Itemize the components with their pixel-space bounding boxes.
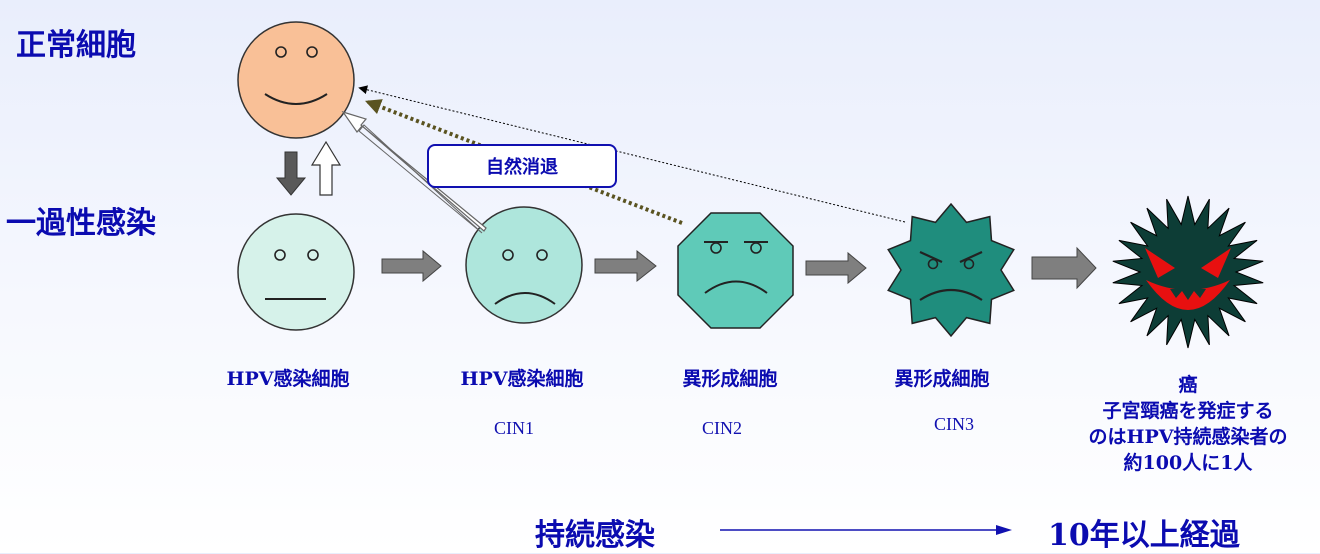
infection-down-arrow-icon	[275, 151, 307, 196]
regression-cin3-dotted-arrow-icon	[358, 85, 906, 223]
regression-cin1-hollow-arrow-icon	[341, 110, 487, 234]
progress-arrow-3-icon	[805, 251, 867, 285]
progress-arrow-2-icon	[594, 249, 657, 283]
stage-cin3-label: 異形成細胞	[894, 368, 990, 390]
normal-cell-label: 正常細胞	[16, 28, 136, 63]
grade-cin2: CIN2	[702, 418, 742, 438]
stage-hpv-label: HPV感染細胞	[226, 368, 350, 390]
regression-label: 自然消退	[427, 144, 617, 188]
progress-arrow-4-icon	[1031, 246, 1097, 290]
persistent-arrowhead-icon	[996, 525, 1012, 535]
grade-cin1: CIN1	[494, 418, 534, 438]
persistent-infection-label: 持続感染	[535, 518, 655, 553]
cancer-line-2: のはHPV持続感染者の	[1088, 426, 1288, 448]
progress-arrow-1-icon	[381, 249, 442, 283]
normal-cell-face-icon	[237, 21, 355, 139]
cancer-line-3: 約100人に1人	[1123, 452, 1253, 474]
cancer-line-1: 子宮頸癌を発症する	[1102, 400, 1274, 422]
grade-cin3: CIN3	[934, 414, 974, 434]
recovery-up-arrow-icon	[310, 140, 342, 196]
cancer-title: 癌	[1178, 374, 1198, 396]
ten-years-label: 10年以上経過	[1048, 518, 1240, 553]
cancer-description: 癌 子宮頸癌を発症する のはHPV持続感染者の 約100人に1人	[1068, 372, 1308, 476]
cancer-cell-icon	[1112, 195, 1264, 349]
cin1-cell-face-icon	[465, 206, 583, 324]
transient-infection-label: 一過性感染	[6, 206, 156, 241]
stage-cin1-label: HPV感染細胞	[460, 368, 584, 390]
cin3-cell-star-icon	[887, 202, 1015, 338]
hpv-cell-face-icon	[237, 213, 355, 331]
cin2-cell-octagon-icon	[677, 212, 794, 329]
stage-cin2-label: 異形成細胞	[682, 368, 778, 390]
